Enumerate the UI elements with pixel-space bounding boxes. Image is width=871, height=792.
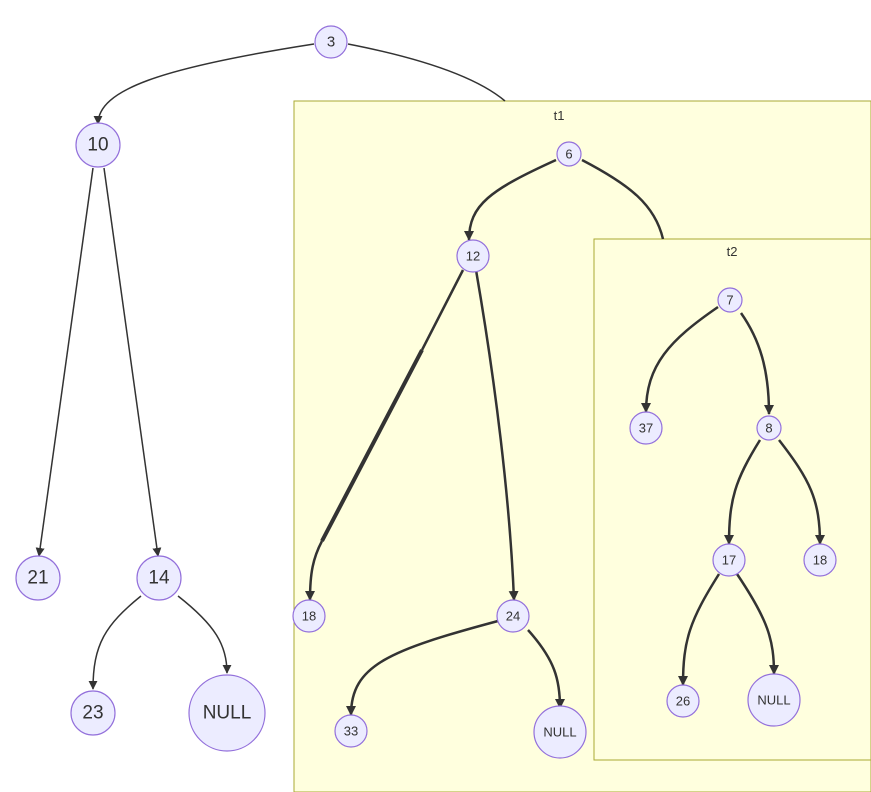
edge-14-null	[177, 595, 232, 674]
node-8-label: 8	[765, 421, 772, 436]
edge-6-12	[464, 158, 557, 241]
node-24-label: 24	[506, 609, 520, 624]
node-10-label: 10	[87, 135, 108, 156]
node-12-label: 12	[466, 249, 480, 264]
edges-t2	[641, 305, 825, 686]
node-3: 3	[314, 25, 348, 59]
node-6-label: 6	[565, 147, 572, 162]
node-17: 17	[712, 543, 746, 577]
node-37-label: 37	[639, 421, 653, 436]
edge-10-21	[35, 167, 94, 557]
edge-7-8	[739, 312, 774, 415]
node-null-t2: NULL	[747, 673, 801, 727]
node-null-t2-label: NULL	[757, 693, 790, 708]
node-18-t1-label: 18	[302, 609, 316, 624]
node-12: 12	[456, 239, 490, 273]
edge-8-17	[724, 439, 762, 545]
node-21-label: 21	[27, 568, 48, 589]
edge-3-10	[93, 43, 315, 125]
edge-7-37	[641, 305, 719, 413]
edge-3-t1	[347, 43, 506, 102]
node-3-label: 3	[327, 34, 335, 51]
node-18-t2: 18	[803, 543, 837, 577]
edge-8-18	[778, 439, 825, 545]
node-18-t2-label: 18	[813, 553, 827, 568]
edge-12-18-c	[305, 540, 324, 601]
node-23: 23	[70, 690, 116, 736]
node-7-label: 7	[726, 293, 733, 308]
node-26-label: 26	[676, 694, 690, 709]
node-33: 33	[334, 714, 368, 748]
node-37: 37	[629, 411, 663, 445]
edge-12-24	[474, 269, 519, 601]
edge-12-18-a	[420, 269, 465, 351]
subgraph-t1-title: t1	[554, 108, 565, 123]
edge-24-33	[346, 619, 499, 716]
node-7: 7	[717, 287, 743, 313]
node-21: 21	[15, 555, 61, 601]
edges-outer	[35, 43, 506, 690]
node-8: 8	[756, 415, 782, 441]
node-26: 26	[666, 684, 700, 718]
edge-17-26	[678, 573, 721, 686]
edge-6-t2	[581, 158, 665, 240]
node-null-outer: NULL	[188, 674, 266, 752]
subgraph-t2-title: t2	[727, 244, 738, 259]
node-33-label: 33	[344, 724, 358, 739]
node-null-t1: NULL	[533, 705, 587, 759]
node-14-label: 14	[148, 568, 170, 589]
edge-14-23	[88, 595, 142, 690]
node-null-outer-label: NULL	[203, 703, 252, 724]
node-18-t1: 18	[292, 599, 326, 633]
edge-12-18-b	[320, 349, 424, 542]
edge-17-null	[735, 573, 779, 675]
node-17-label: 17	[722, 553, 736, 568]
edge-24-null	[527, 629, 565, 709]
node-10: 10	[75, 122, 121, 168]
edges-t1	[305, 158, 665, 716]
node-23-label: 23	[82, 703, 103, 724]
node-6: 6	[556, 141, 582, 167]
node-24: 24	[496, 599, 530, 633]
node-null-t1-label: NULL	[543, 725, 576, 740]
edge-10-14	[103, 167, 162, 557]
node-14: 14	[136, 555, 182, 601]
